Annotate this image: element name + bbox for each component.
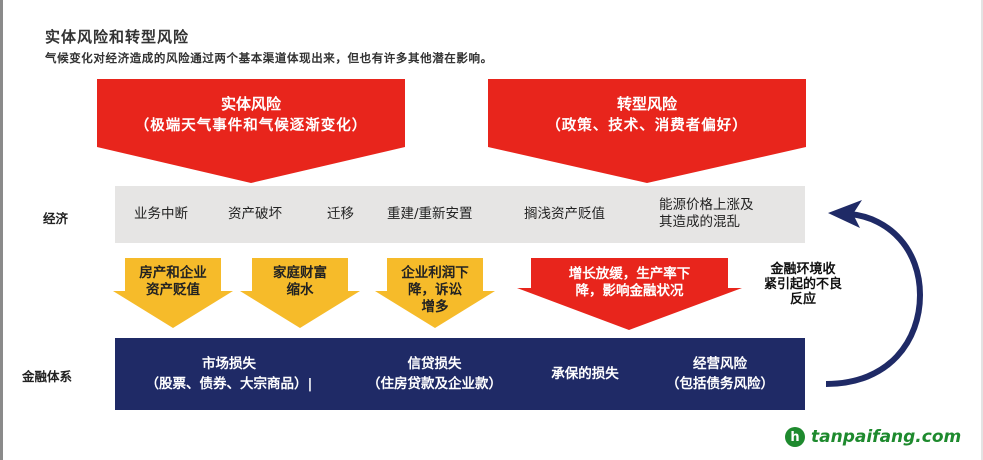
econ-item: 搁浅资产贬值 [524, 206, 605, 222]
down-arrow-icon [113, 258, 233, 328]
watermark-logo: h tanpaifang.com [785, 427, 961, 447]
red-chevron-shape [97, 79, 405, 183]
logo-text: tanpaifang.com [811, 427, 962, 447]
econ-item: 迁移 [327, 206, 354, 222]
yellow-arrow-property: 房产和企业 资产贬值 [113, 258, 233, 328]
yellow-arrow-corporate: 企业利润下 降，诉讼 增多 [375, 258, 495, 328]
econ-item: 重建/重新安置 [387, 206, 473, 222]
econ-item: 业务中断 [134, 206, 188, 222]
econ-item: 资产破坏 [228, 206, 282, 222]
left-border [0, 0, 3, 460]
transition-risk-title: 转型风险 [616, 95, 677, 113]
down-arrow-icon [375, 258, 495, 328]
red-arrow-growth: 增长放缓，生产率下 降，影响金融状况 [517, 258, 742, 330]
feedback-curved-arrow-icon [825, 200, 924, 387]
right-border [981, 0, 983, 460]
fin-item-underwriting-loss: 承保的损失 [551, 366, 619, 382]
page-title: 实体风险和转型风险 [45, 28, 190, 46]
down-arrow-icon [517, 258, 742, 330]
financial-system-bar: 市场损失 （股票、债券、大宗商品）| 信贷损失 （住房贷款及企业款） 承保的损失… [115, 338, 805, 410]
page-subtitle: 气候变化对经济造成的风险通过两个基本渠道体现出来，但也有许多其他潜在影响。 [45, 51, 493, 65]
transition-risk-banner: 转型风险 （政策、技术、消费者偏好） [488, 79, 806, 183]
economy-bar: 业务中断 资产破坏 迁移 重建/重新安置 搁浅资产贬值 能源价格上涨及 其造成的… [115, 186, 805, 243]
yellow-arrow-household: 家庭财富 缩水 [240, 258, 360, 328]
physical-risk-title: 实体风险 [220, 95, 281, 113]
fin-item-credit-loss: 信贷损失 （住房贷款及企业款） [367, 356, 502, 392]
fin-item-market-loss: 市场损失 （股票、债券、大宗商品）| [145, 356, 313, 392]
econ-item: 能源价格上涨及 [659, 197, 754, 213]
logo-icon: h [785, 427, 805, 447]
econ-item: 其造成的混乱 [659, 214, 740, 230]
physical-risk-banner: 实体风险 （极端天气事件和气候逐渐变化） [97, 79, 405, 183]
red-chevron-shape [488, 79, 806, 183]
transition-risk-detail: （政策、技术、消费者偏好） [546, 118, 748, 134]
economy-label: 经济 [43, 211, 69, 226]
feedback-text: 金融环境收 紧引起的不良 反应 [763, 262, 842, 307]
fin-item-operational-risk: 经营风险 （包括债务风险） [666, 356, 774, 392]
down-arrow-icon [240, 258, 360, 328]
financial-system-label: 金融体系 [22, 369, 73, 384]
physical-risk-detail: （极端天气事件和气候逐渐变化） [134, 118, 368, 134]
